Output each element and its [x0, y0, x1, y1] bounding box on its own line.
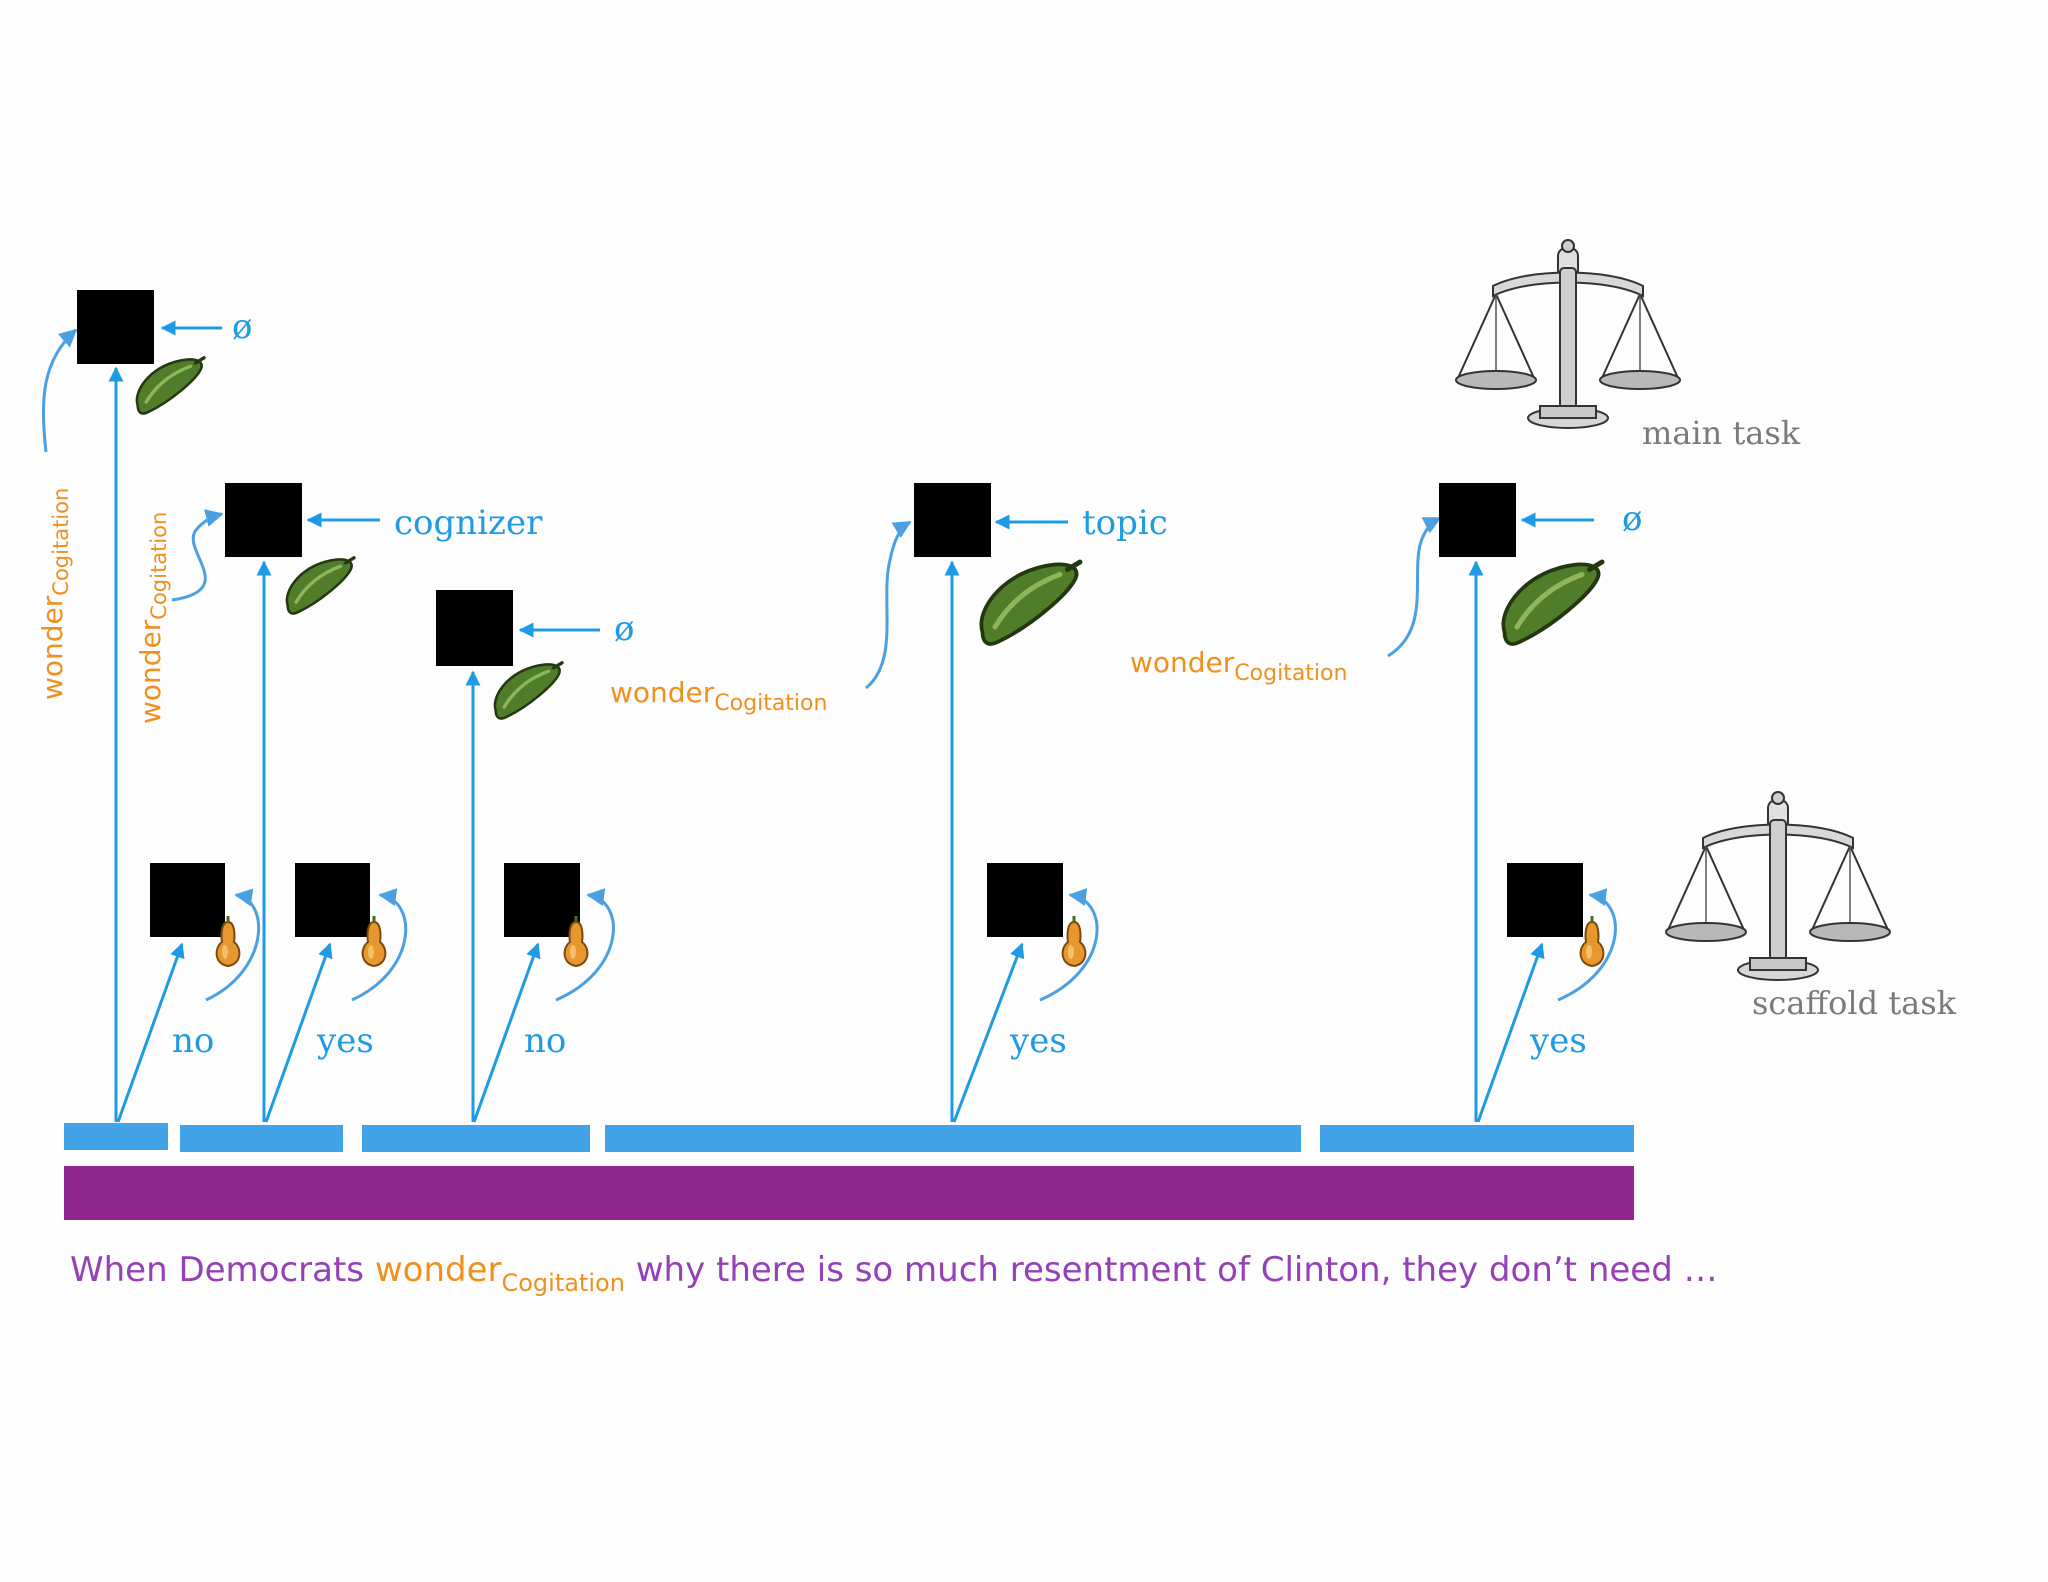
null-label: ø: [1622, 499, 1642, 539]
null-label: ø: [232, 307, 252, 347]
scaffold-arrow: [116, 942, 185, 1123]
scaffold-arrow: [952, 942, 1025, 1123]
model-box: [914, 483, 991, 557]
wonder-label: wonderCogitation: [1130, 646, 1347, 686]
token-bar: [605, 1125, 1301, 1152]
main-task-scale-icon: [1455, 239, 1681, 429]
example-sentence: When Democrats wonderCogitation why ther…: [70, 1250, 1718, 1297]
wonder-arrow: [1387, 516, 1442, 658]
wonder-arrow: [41, 328, 78, 453]
scaffold-task-scale-icon: [1665, 791, 1891, 981]
svg-text:wonderCogitation: wonderCogitation: [134, 512, 171, 724]
answer-label: yes: [1529, 1021, 1587, 1061]
squash-icon: [1061, 914, 1087, 968]
wonder-label-vertical: wonderCogitation: [134, 512, 171, 724]
topic-label: topic: [1082, 503, 1168, 543]
squash-icon: [1579, 914, 1605, 968]
model-box: [225, 483, 302, 557]
token-bar: [180, 1125, 343, 1152]
answer-arrow: [205, 888, 261, 1002]
scaffold-arrow: [1476, 942, 1545, 1123]
wonder-arrow: [171, 509, 224, 602]
scaffold-arrow: [264, 942, 333, 1123]
cucumber-icon: [493, 661, 564, 721]
cucumber-icon: [981, 562, 1080, 644]
answer-label: no: [172, 1021, 214, 1061]
wonder-label-vertical: wonderCogitation: [36, 488, 73, 700]
answer-label: yes: [1009, 1021, 1067, 1061]
scaffold-box: [987, 863, 1063, 937]
cucumber-icon: [135, 356, 206, 416]
token-bar: [362, 1125, 590, 1152]
scaffold-box: [504, 863, 580, 937]
model-box: [436, 590, 513, 666]
cognizer-label: cognizer: [394, 503, 543, 543]
cucumber-icon: [1503, 562, 1602, 644]
main-task-label: main task: [1642, 414, 1801, 452]
scaffold-task-label: scaffold task: [1752, 984, 1957, 1022]
sentence-target-word: wonder: [374, 1250, 502, 1290]
scaffold-box: [295, 863, 370, 937]
sentence-start: When Democrats: [70, 1250, 375, 1290]
answer-arrow: [1039, 888, 1099, 1002]
answer-arrow: [1557, 888, 1617, 1002]
model-box: [77, 290, 154, 364]
sentence-end: why there is so much resentment of Clint…: [624, 1250, 1718, 1290]
token-bar: [1320, 1125, 1634, 1152]
token-bar: [64, 1123, 168, 1150]
scaffold-box: [1507, 863, 1583, 937]
answer-arrow: [351, 888, 408, 1002]
svg-text:wonderCogitation: wonderCogitation: [36, 488, 73, 700]
sentence-bar: [64, 1166, 1634, 1220]
scaffold-arrow: [472, 942, 541, 1123]
wonder-label: wonderCogitation: [610, 676, 827, 716]
answer-arrow: [555, 888, 615, 1002]
answer-label: no: [524, 1021, 566, 1061]
model-box: [1439, 483, 1516, 557]
wonder-arrow: [865, 520, 912, 690]
cucumber-icon: [285, 556, 356, 616]
answer-label: yes: [316, 1021, 374, 1061]
sentence-target-subscript: Cogitation: [501, 1269, 625, 1297]
null-label: ø: [614, 609, 634, 649]
scaffold-box: [150, 863, 225, 937]
